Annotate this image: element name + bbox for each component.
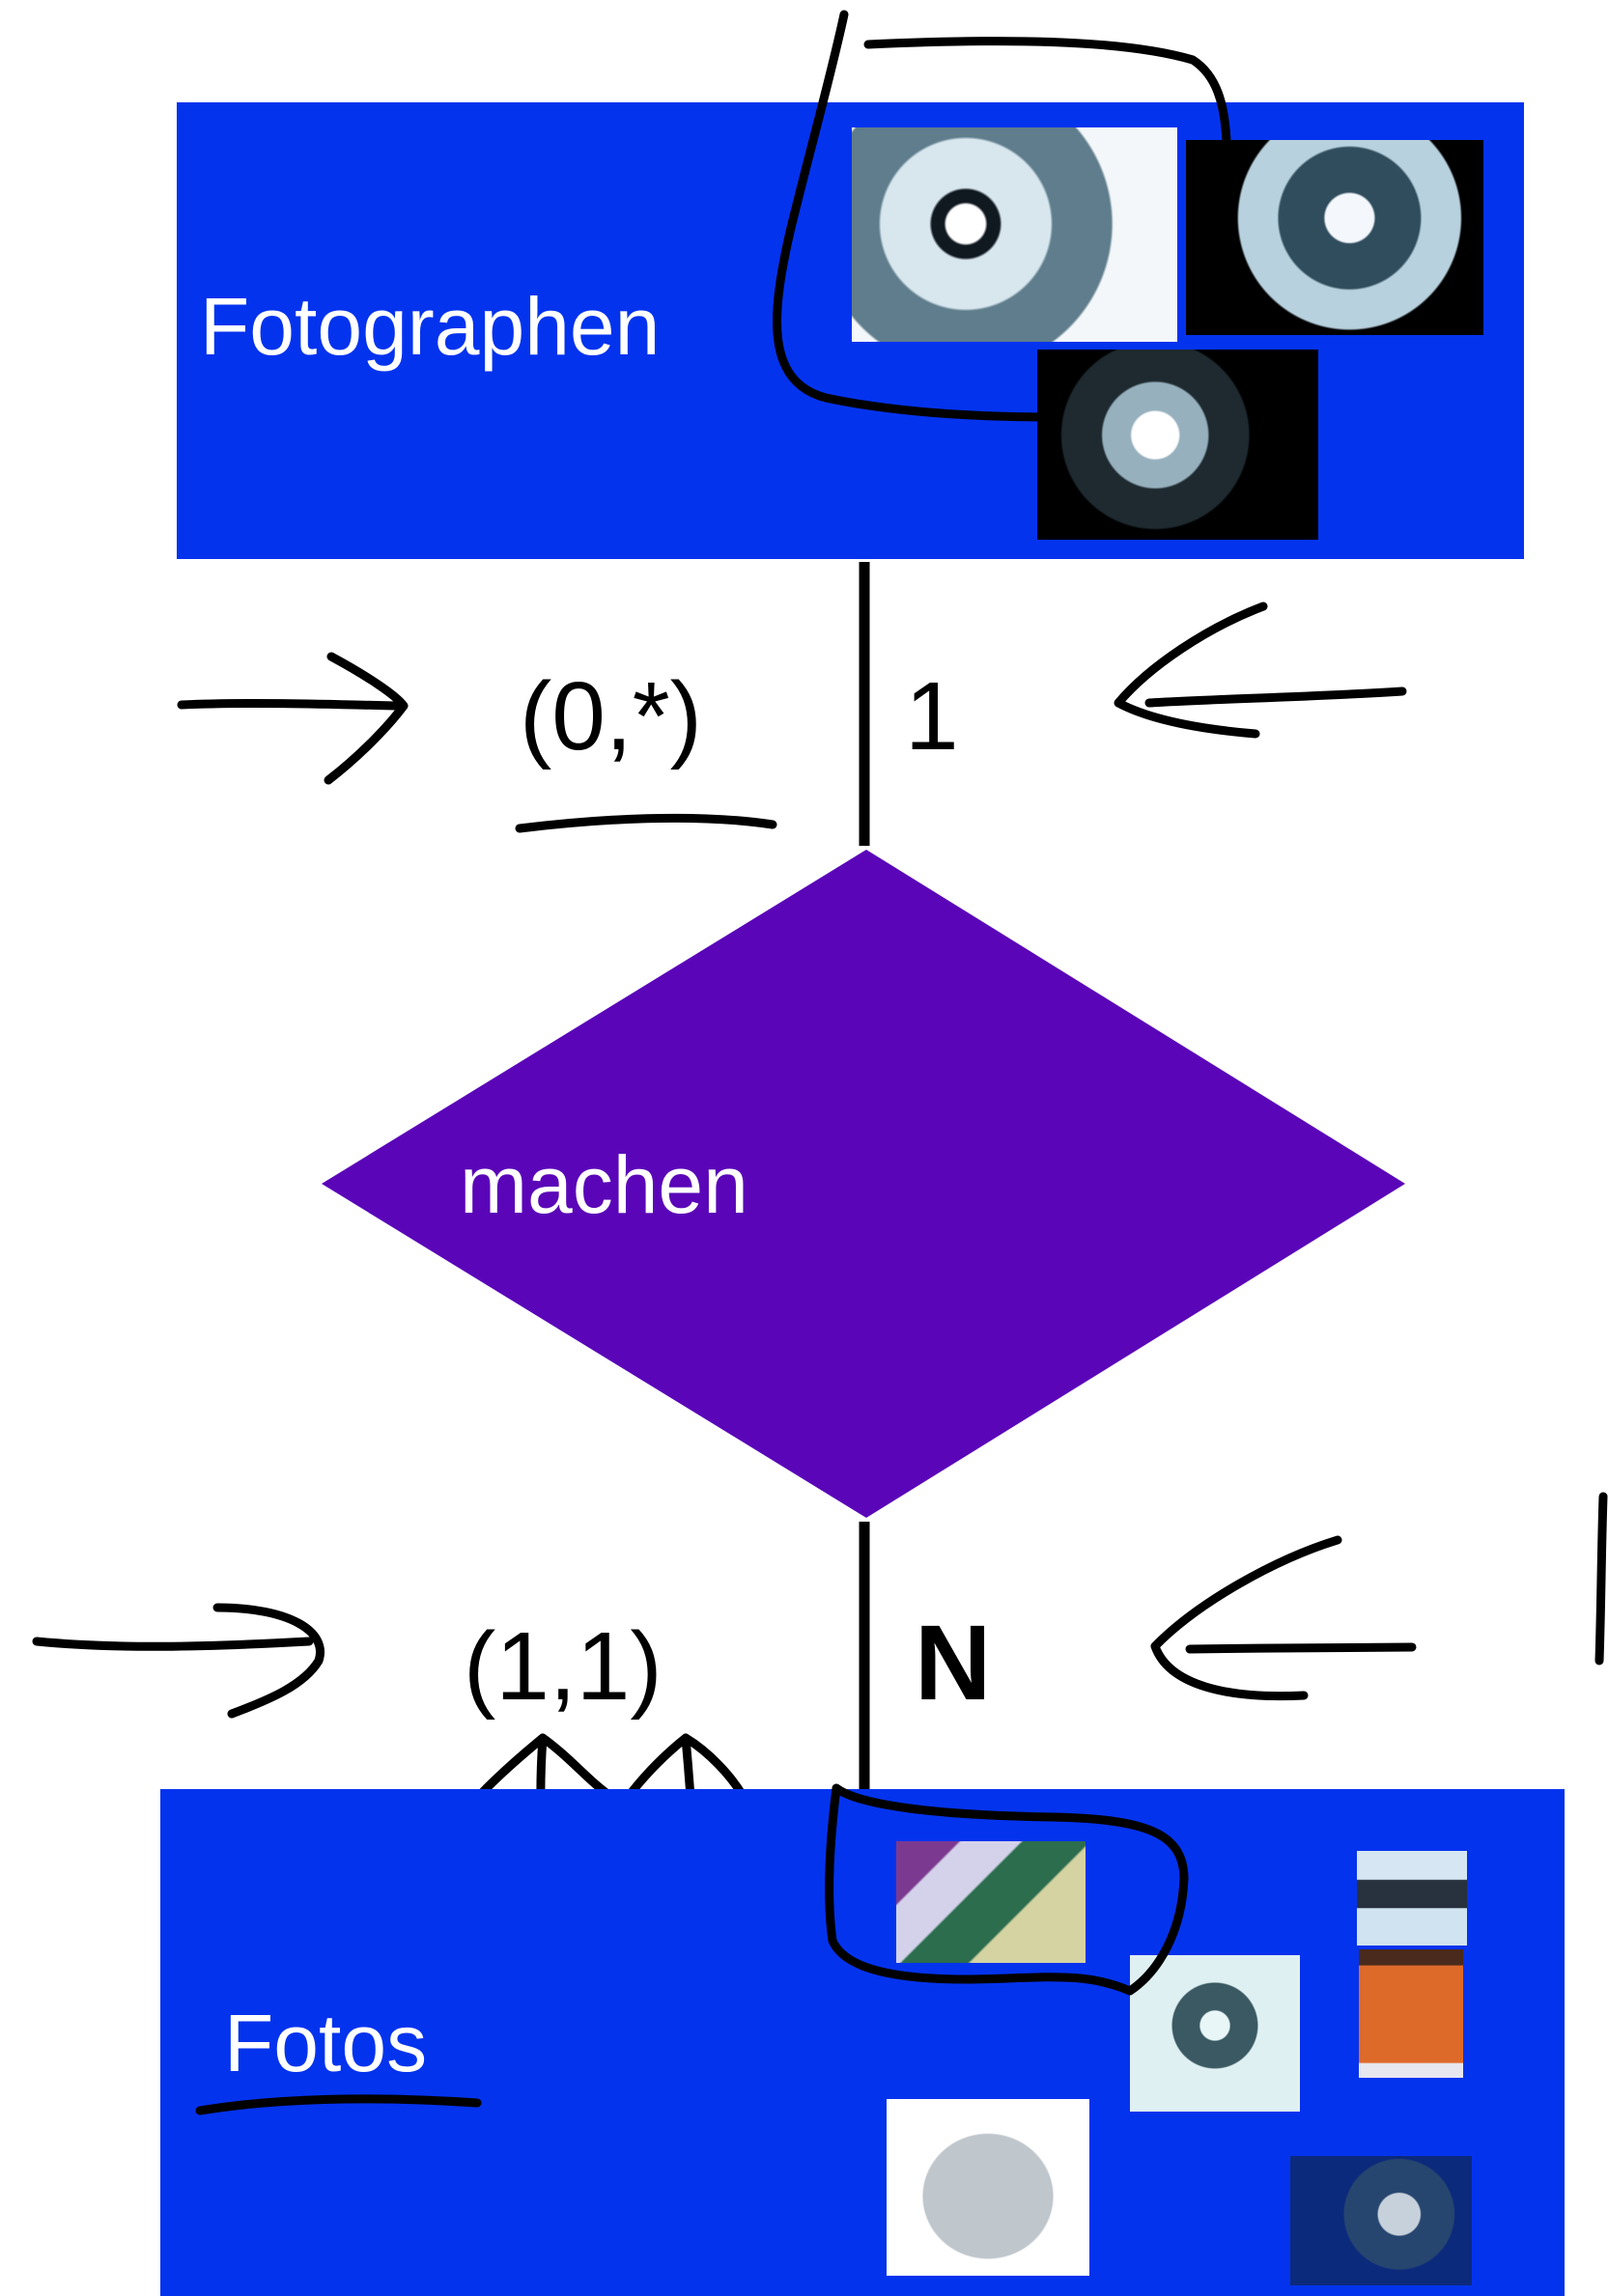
right-edge-mark [1594, 1492, 1608, 1666]
underline-upper-min-max [515, 813, 777, 833]
upper-min-max-label: (0,*) [520, 662, 702, 770]
elephant-photo [887, 2099, 1089, 2276]
person-with-glasses-photo [1130, 1955, 1300, 2112]
book-cover-photo [1359, 1949, 1463, 2078]
right-arrow-upper [1114, 602, 1407, 739]
relationship-diamond[interactable] [322, 850, 1405, 1518]
entity-fotos-label: Fotos [224, 1998, 428, 2088]
left-arrow-lower [32, 1603, 324, 1719]
lower-min-max-label: (1,1) [464, 1612, 663, 1721]
relationship-label: machen [460, 1139, 748, 1230]
upper-cardinality-label: 1 [905, 662, 959, 770]
photographer-woman-camera-photo [1186, 140, 1483, 335]
photographer-side-view-photo [1037, 350, 1318, 540]
entity-fotographen-label: Fotographen [200, 281, 661, 372]
photographer-with-camera-photo [852, 127, 1177, 342]
woman-in-mirror-photo [1357, 1851, 1467, 1946]
right-arrow-lower [1150, 1535, 1417, 1701]
woman-portrait-blue-photo [1290, 2156, 1472, 2285]
lower-cardinality-label: N [915, 1604, 991, 1722]
left-arrow-upper [177, 652, 409, 785]
woman-portrait-photo [896, 1841, 1086, 1963]
